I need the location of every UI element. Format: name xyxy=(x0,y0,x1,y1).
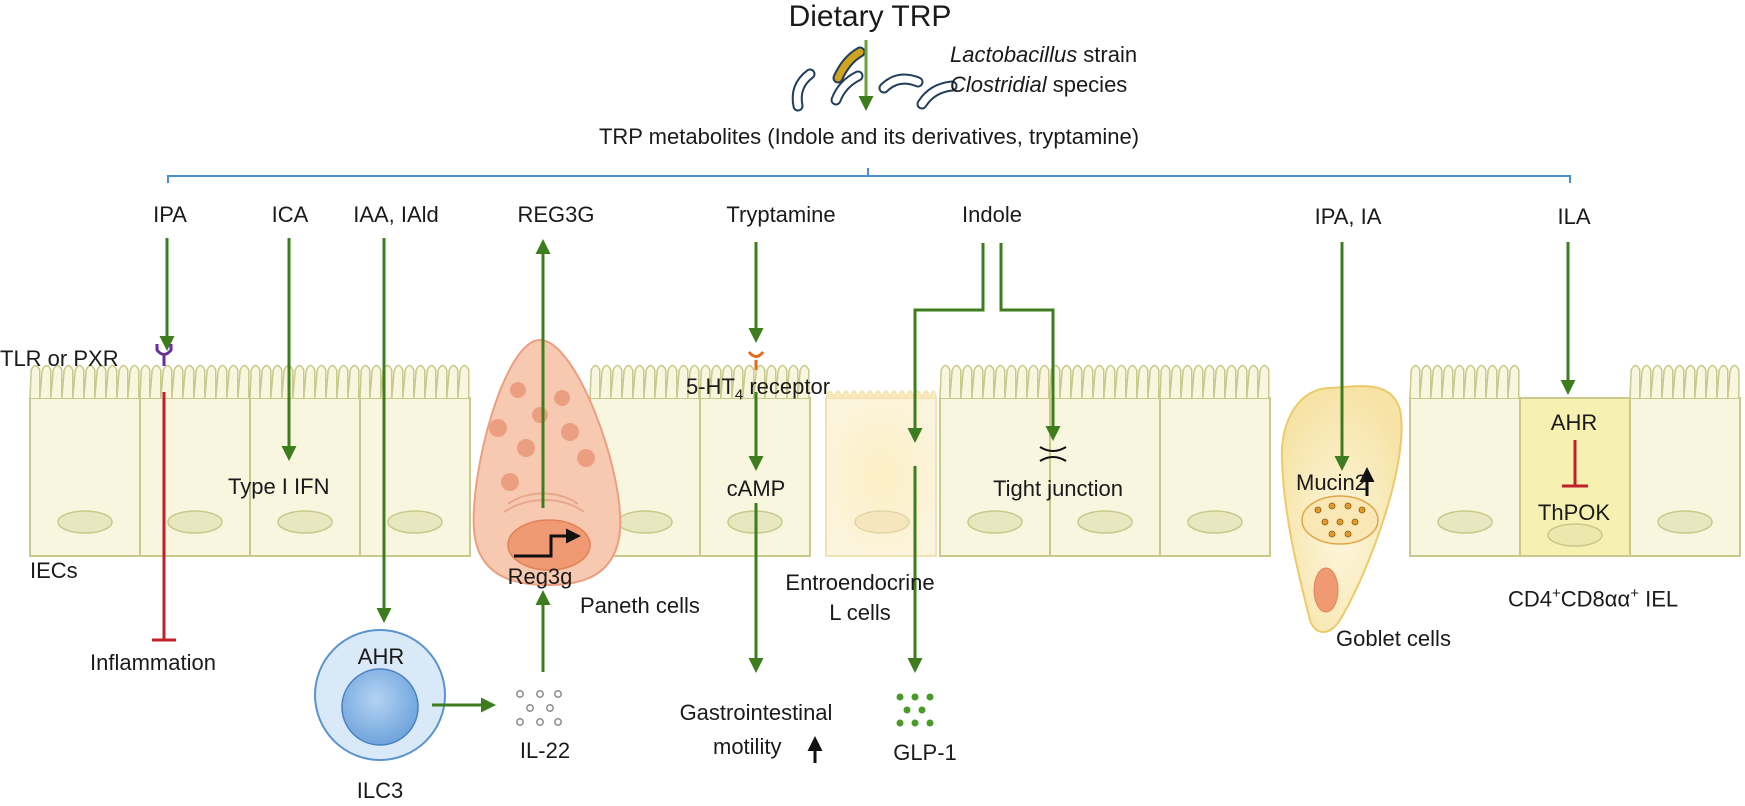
epithelial-cell xyxy=(1629,364,1741,557)
metabolite-indole: Indole xyxy=(962,202,1022,227)
glp1-dots xyxy=(896,693,934,727)
mucin-granule xyxy=(1314,506,1322,514)
mucin-granule xyxy=(1321,518,1329,526)
il22-dot xyxy=(536,718,544,726)
bacteria-icon xyxy=(791,46,958,112)
il22-dot xyxy=(554,690,562,698)
ilc3-cell xyxy=(314,629,446,761)
enteroendocrine-label-line2: L cells xyxy=(829,600,891,625)
reg3g-gene-label: Reg3g xyxy=(507,564,573,589)
il22-dot xyxy=(516,718,524,726)
tight-junction-label: Tight junction xyxy=(992,476,1124,501)
mucin-granule xyxy=(1344,530,1352,538)
metabolites-heading: TRP metabolites (Indole and its derivati… xyxy=(598,124,1140,149)
metabolite-reg3g: REG3G xyxy=(517,202,595,227)
diagram-title: Dietary TRP xyxy=(788,0,952,33)
inflammation-label: Inflammation xyxy=(90,650,216,675)
epithelial-cell xyxy=(939,364,1051,557)
transcription-start-icon xyxy=(514,528,581,558)
paneth-cell xyxy=(472,338,622,587)
ahr-ilc3-label: AHR xyxy=(357,644,405,669)
metabolite-ica: ICA xyxy=(271,202,309,227)
ht4-receptor-label: 5-HT4 receptor xyxy=(686,374,831,404)
epithelial-cell xyxy=(359,364,471,557)
il22-label: IL-22 xyxy=(519,738,571,763)
metabolite-tryptamine: Tryptamine xyxy=(726,202,836,227)
epithelial-cell xyxy=(29,364,141,557)
goblet-cell xyxy=(1280,385,1403,633)
mucin-granule xyxy=(1351,518,1359,526)
tlr-pxr-label: TLR or PXR xyxy=(0,346,119,371)
mucin-granule xyxy=(1344,502,1352,510)
mucin2-label: Mucin2 xyxy=(1296,470,1367,495)
enteroendocrine-cell xyxy=(825,390,937,557)
mucin-granule xyxy=(1358,506,1366,514)
metabolite-ila: ILA xyxy=(1557,204,1591,229)
lactobacillus-label: Lactobacillus strain xyxy=(950,42,1138,67)
clostridial-label: Clostridial species xyxy=(950,72,1128,97)
glp1-dot xyxy=(918,706,926,714)
glp1-dot xyxy=(911,719,919,727)
mucin-granule xyxy=(1328,502,1336,510)
epithelial-cell xyxy=(1159,364,1271,557)
epithelial-cell xyxy=(139,364,251,557)
glp1-dot xyxy=(903,706,911,714)
epithelium-layer xyxy=(29,364,1741,557)
iel-label: CD4+CD8αα+ IEL xyxy=(1508,585,1679,612)
mucin-granule xyxy=(1336,518,1344,526)
metabolite-iaa-iald: IAA, IAld xyxy=(353,202,439,227)
metabolite-ipa-ia: IPA, IA xyxy=(1314,204,1382,229)
epithelial-cell xyxy=(249,364,361,557)
iecs-label: IECs xyxy=(30,558,78,583)
metabolite-ipa: IPA xyxy=(153,202,187,227)
camp-label: cAMP xyxy=(726,476,786,501)
glp1-dot xyxy=(896,693,904,701)
il22-dot xyxy=(526,704,534,712)
il22-dot xyxy=(516,690,524,698)
receptor-icon xyxy=(155,344,173,366)
glp1-label: GLP-1 xyxy=(893,740,957,765)
glp1-dot xyxy=(911,693,919,701)
receptor-icon xyxy=(747,351,765,370)
glp1-dot xyxy=(896,719,904,727)
paneth-cells-label: Paneth cells xyxy=(580,593,700,618)
type1-ifn-label: Type I IFN xyxy=(228,474,330,499)
pathway-arrows xyxy=(159,238,1576,713)
glp1-dot xyxy=(926,693,934,701)
thpok-label: ThPOK xyxy=(1537,500,1611,525)
metabolite-bracket xyxy=(167,168,1571,183)
il22-dot xyxy=(554,718,562,726)
gi-motility-line1: Gastrointestinal xyxy=(679,700,833,725)
il22-dot xyxy=(546,704,554,712)
il22-dots xyxy=(516,690,562,726)
mucin-granule xyxy=(1328,530,1336,538)
epithelial-cell xyxy=(1049,364,1161,557)
ahr-iel-label: AHR xyxy=(1550,410,1598,435)
glp1-dot xyxy=(926,719,934,727)
goblet-cells-label: Goblet cells xyxy=(1336,626,1451,651)
gi-motility-line2: motility xyxy=(713,734,782,759)
enteroendocrine-label-line1: Entroendocrine xyxy=(785,570,935,595)
epithelial-cell xyxy=(1409,364,1521,557)
il22-dot xyxy=(536,690,544,698)
tight-junction-icon xyxy=(1039,446,1067,462)
inhibition-lines xyxy=(152,392,1588,642)
ilc3-label: ILC3 xyxy=(356,778,404,803)
